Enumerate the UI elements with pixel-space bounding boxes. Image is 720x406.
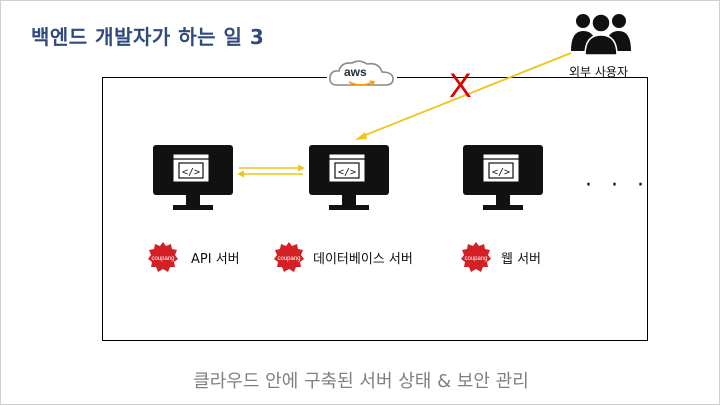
coupang-badge-icon: coupang — [147, 241, 179, 273]
web-server-label: 웹 서버 — [501, 252, 542, 267]
svg-text:</>: </> — [182, 167, 200, 178]
aws-label: aws — [344, 65, 367, 79]
api-server-monitor-icon: </> — [153, 145, 233, 215]
footer-caption: 클라우드 안에 구축된 서버 상태 & 보안 관리 — [193, 371, 529, 392]
page-title: 백엔드 개발자가 하는 일 3 — [31, 25, 265, 49]
external-users-label: 외부 사용자 — [569, 65, 629, 79]
svg-text:</>: </> — [492, 167, 510, 178]
coupang-badge-icon: coupang — [273, 241, 305, 273]
aws-cloud-icon — [327, 57, 397, 93]
web-server-monitor-icon: </> — [463, 145, 543, 215]
api-server-label: API 서버 — [191, 252, 240, 267]
db-server-monitor-icon: </> — [309, 145, 389, 215]
svg-text:coupang: coupang — [464, 256, 487, 262]
external-access-arrowhead — [355, 132, 367, 140]
users-icon — [569, 7, 633, 59]
external-access-arrow — [362, 52, 572, 137]
svg-text:coupang: coupang — [151, 256, 174, 262]
coupang-badge-icon: coupang — [460, 241, 492, 273]
more-servers-marker: · · · — [585, 173, 650, 198]
blocked-x-mark: X — [449, 67, 472, 105]
api-to-db-arrowhead — [298, 164, 305, 172]
svg-text:coupang: coupang — [277, 256, 300, 262]
db-to-api-arrowhead — [237, 170, 244, 178]
svg-text:</>: </> — [338, 167, 356, 178]
db-server-label: 데이터베이스 서버 — [313, 252, 413, 267]
